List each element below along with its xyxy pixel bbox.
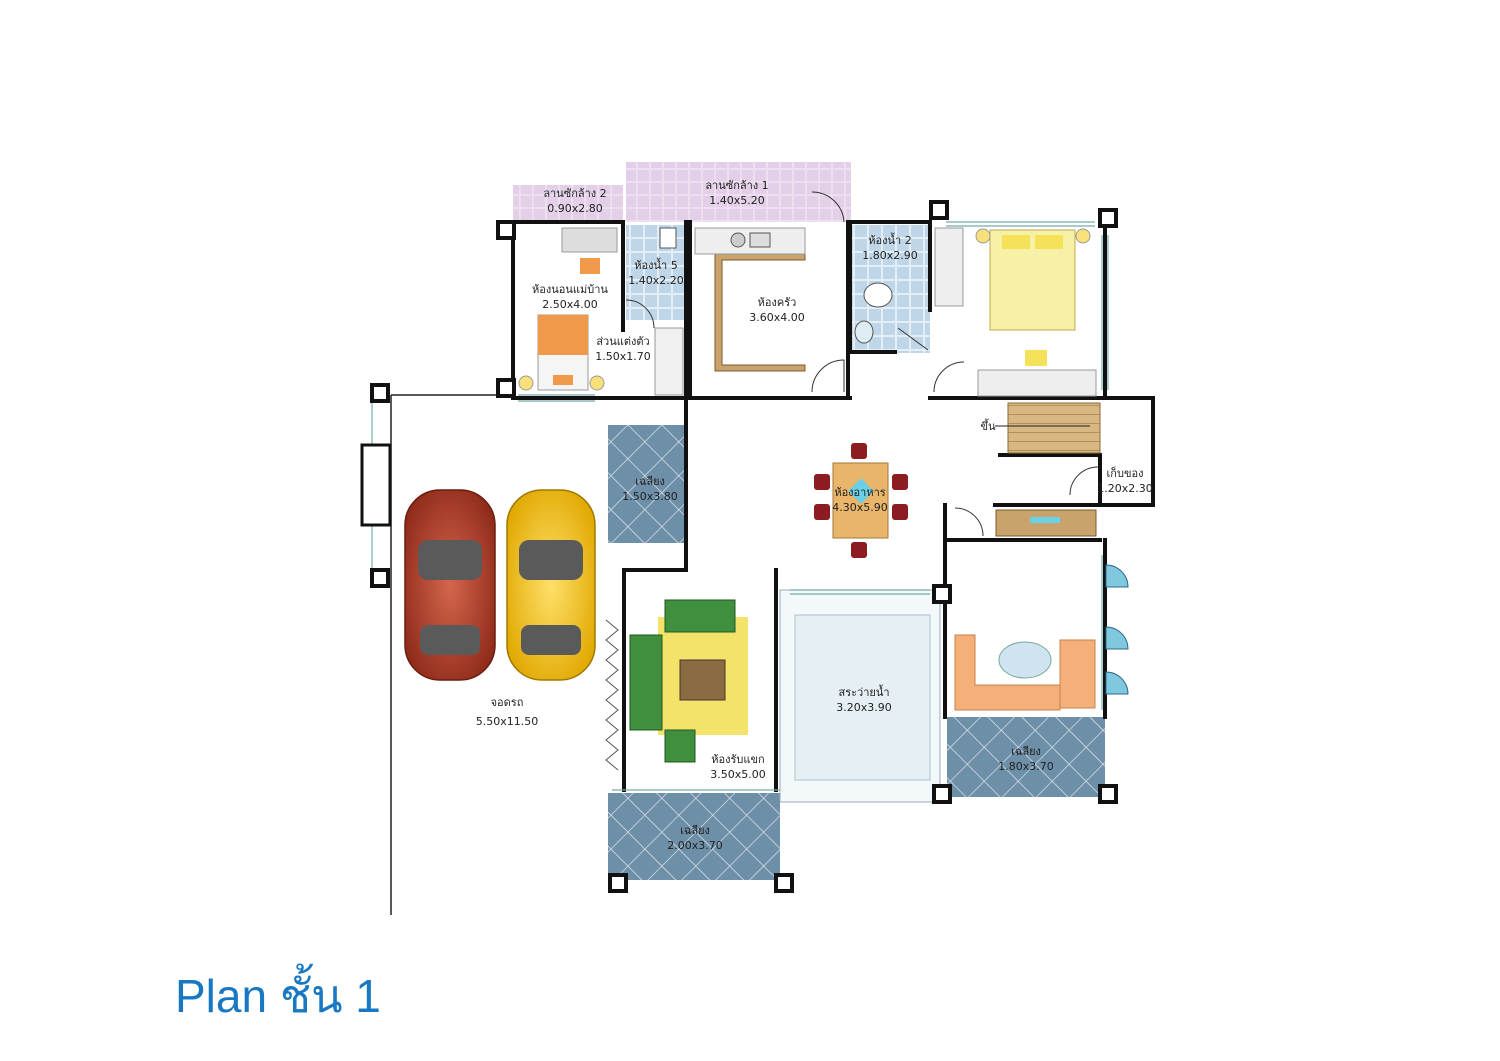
room-size: 1.80x3.70	[998, 760, 1054, 773]
room-size: 1.50x1.70	[595, 350, 651, 363]
room-label-dining: ห้องอาหาร 4.30x5.90	[832, 485, 888, 515]
room-label-laundry2: ลานซักล้าง 2 0.90x2.80	[543, 186, 606, 216]
lamp-icon	[589, 375, 605, 391]
room-size: 3.60x4.00	[749, 311, 805, 324]
room-name: เก็บของ	[1106, 467, 1144, 480]
room-size: 2.50x4.00	[542, 298, 598, 311]
dresser-stool	[1025, 350, 1047, 366]
terrace-right	[947, 717, 1105, 797]
room-name: จอดรถ	[490, 696, 524, 709]
laundry-area-2	[513, 185, 623, 223]
terrace-left	[608, 425, 686, 543]
dining-chairs	[814, 443, 908, 558]
pool-water	[794, 614, 931, 781]
dresser	[977, 369, 1097, 397]
room-label-bath2: ห้องน้ำ 2 1.80x2.90	[862, 233, 918, 263]
toilet-icon	[863, 282, 893, 308]
tv-icon	[1030, 517, 1060, 523]
room-size: 3.20x3.90	[836, 701, 892, 714]
lamp-icon	[518, 375, 534, 391]
toilet-icon	[659, 227, 677, 249]
room-size: 1.40x5.20	[709, 194, 765, 207]
wardrobe	[654, 327, 684, 396]
room-name: ส่วนแต่งตัว	[596, 335, 650, 348]
room-label-maid: ห้องนอนแม่บ้าน 2.50x4.00	[532, 282, 608, 312]
room-name: ขึ้น	[980, 420, 996, 433]
exterior-doors	[1105, 564, 1129, 695]
room-name: ห้องรับแขก	[711, 753, 765, 766]
plant-border	[605, 619, 619, 771]
room-name: ลานซักล้าง 1	[705, 179, 769, 192]
master-pillow	[1035, 235, 1063, 249]
sink-icon	[749, 232, 771, 248]
lamp-icon	[975, 228, 991, 244]
staircase	[1007, 402, 1101, 454]
maid-pillow	[553, 375, 573, 385]
room-size: 1.50x3.80	[622, 490, 678, 503]
master-wardrobe	[934, 227, 964, 307]
room-label-pool: สระว่ายน้ำ 3.20x3.90	[836, 685, 892, 715]
armchair-green	[664, 729, 696, 763]
columns	[370, 200, 1118, 893]
dining-centerpiece	[848, 478, 874, 504]
walls	[511, 220, 1155, 792]
room-label-terrace-left: เฉลียง 1.50x3.80	[622, 474, 678, 504]
room-label-living: ห้องรับแขก 3.50x5.00	[710, 752, 766, 782]
room-label-garage: จอดรถ 5.50x11.50	[476, 695, 539, 729]
room-label-terrace-right: เฉลียง 1.80x3.70	[998, 744, 1054, 774]
room-size: 1.80x2.90	[862, 249, 918, 262]
room-name: ห้องน้ำ 2	[868, 234, 912, 247]
armchair-green	[664, 599, 736, 633]
room-name: ห้องอาหาร	[834, 486, 886, 499]
room-name: ห้องครัว	[757, 296, 797, 309]
room-name: เฉลียง	[635, 475, 665, 488]
room-name: ลานซักล้าง 2	[543, 187, 607, 200]
room-name: ห้องนอนแม่บ้าน	[532, 283, 608, 296]
room-size: 4.30x5.90	[832, 501, 888, 514]
kitchen-counter	[714, 253, 806, 372]
room-label-storage: เก็บของ 1.20x2.30	[1097, 466, 1153, 496]
car-yellow	[506, 489, 596, 681]
room-label-laundry1: ลานซักล้าง 1 1.40x5.20	[705, 178, 768, 208]
armchair-orange	[1059, 639, 1096, 709]
maid-bed-cover	[538, 315, 588, 355]
room-label-dressing: ส่วนแต่งตัว 1.50x1.70	[595, 334, 651, 364]
room-size: 2.00x3.70	[667, 839, 723, 852]
room-size: 1.20x2.30	[1097, 482, 1153, 495]
room-name: ห้องน้ำ 5	[634, 259, 678, 272]
coffee-table	[998, 641, 1052, 679]
sofa-green	[629, 634, 663, 731]
terrace-bottom	[608, 793, 780, 880]
room-size: 1.40x2.20	[628, 274, 684, 287]
room-label-kitchen: ห้องครัว 3.60x4.00	[749, 295, 805, 325]
basin-icon	[854, 320, 874, 344]
room-label-terrace-bottom: เฉลียง 2.00x3.70	[667, 823, 723, 853]
stair-up-label: ขึ้น	[980, 419, 995, 434]
room-name: สระว่ายน้ำ	[838, 686, 890, 699]
lamp-icon	[1075, 228, 1091, 244]
room-label-bath5: ห้องน้ำ 5 1.40x2.20	[628, 258, 684, 288]
master-pillow	[1002, 235, 1030, 249]
room-name: เฉลียง	[680, 824, 710, 837]
room-size: 3.50x5.00	[710, 768, 766, 781]
room-size: 0.90x2.80	[547, 202, 603, 215]
plan-title: Plan ชั้น 1	[175, 970, 381, 1022]
maid-desk	[561, 227, 618, 253]
car-red	[404, 489, 496, 681]
entry-gate	[360, 443, 392, 527]
door-swings	[625, 191, 1099, 537]
maid-chair	[580, 258, 600, 274]
room-name: เฉลียง	[1011, 745, 1041, 758]
stove-icon	[730, 232, 746, 248]
living-coffee-table	[679, 659, 726, 701]
room-size: 5.50x11.50	[475, 715, 539, 728]
